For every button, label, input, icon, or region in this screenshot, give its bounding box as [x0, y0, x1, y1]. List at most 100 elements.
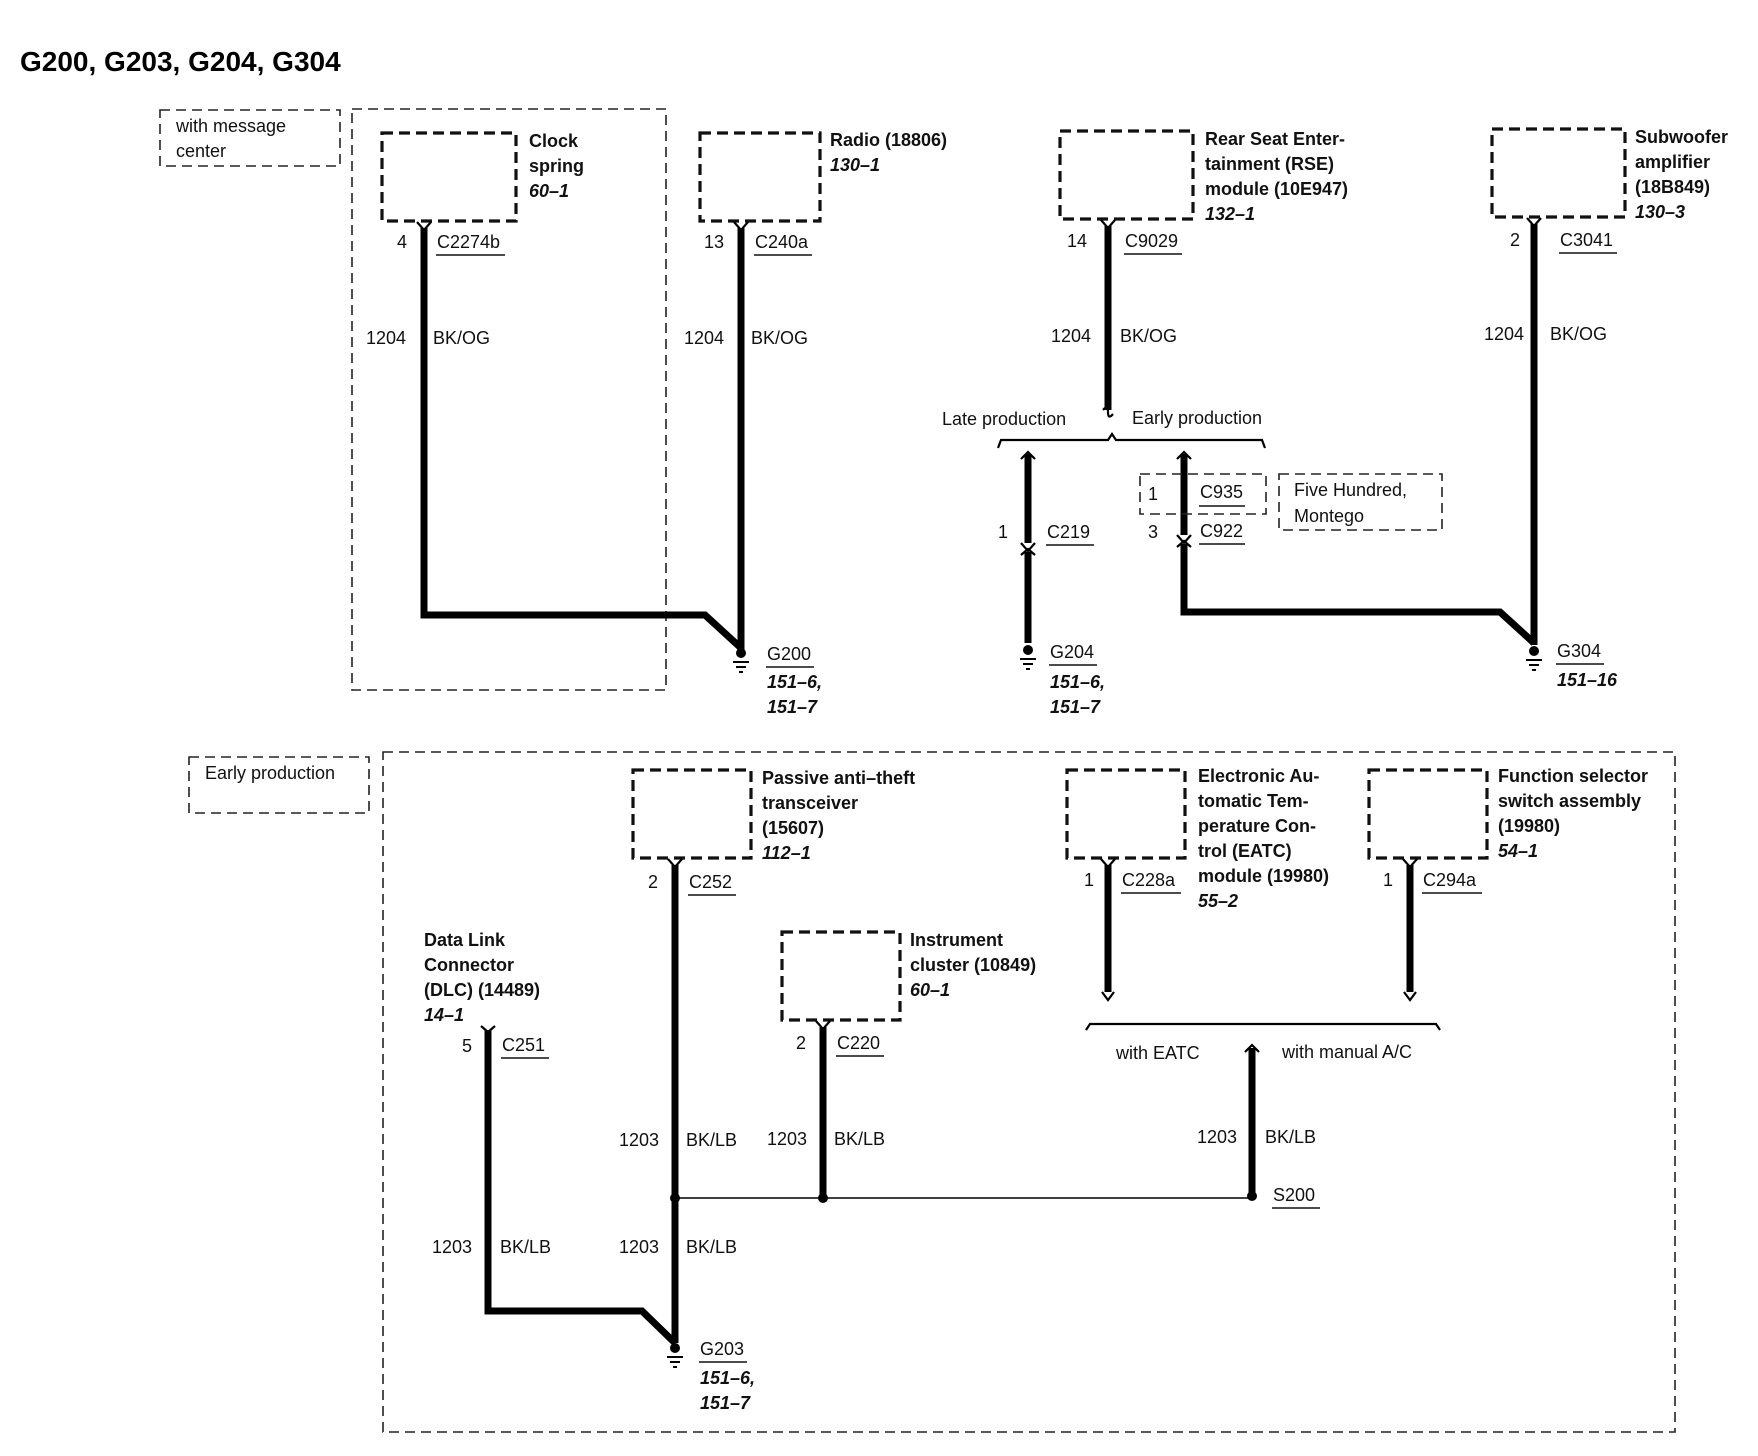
radio-name: Radio (18806) [830, 130, 947, 150]
connector-c3041: C3041 [1560, 230, 1613, 250]
rse-module-box [1058, 129, 1195, 221]
dlc-wire-color: BK/LB [500, 1237, 551, 1257]
connector-c9029: C9029 [1125, 231, 1178, 251]
subwoofer-name-1: Subwoofer [1635, 127, 1728, 147]
rse-pin: 14 [1067, 231, 1087, 251]
c922-pin: 3 [1148, 522, 1158, 542]
dlc-name-1: Data Link [424, 930, 506, 950]
bracket-production [996, 432, 1267, 449]
rse-name-1: Rear Seat Enter- [1205, 129, 1345, 149]
radio-box [698, 131, 822, 223]
note-with-eatc: with EATC [1115, 1043, 1200, 1063]
climate-circuit: 1203 [1197, 1127, 1237, 1147]
ground-symbol-g204 [1020, 645, 1036, 670]
eatc-name-2: tomatic Tem- [1198, 791, 1309, 811]
connector-c240a: C240a [755, 232, 809, 252]
ground-symbol-g203 [667, 1343, 683, 1368]
pats-lower-wire-color: BK/LB [686, 1237, 737, 1257]
connector-c251: C251 [502, 1035, 545, 1055]
subwoofer-pin: 2 [1510, 230, 1520, 250]
instrument-cluster-box [780, 930, 902, 1022]
note-box-message-center [159, 109, 341, 167]
instrument-cluster-name-2: cluster (10849) [910, 955, 1036, 975]
function-selector-branch-bottom [1403, 991, 1417, 1002]
splice-node-cluster [818, 1193, 828, 1203]
ground-g200-ref-2: 151–7 [767, 697, 818, 717]
connector-c935: C935 [1200, 482, 1243, 502]
diagram-title: G200, G203, G204, G304 [20, 46, 341, 77]
note-message-center-line2: center [176, 141, 226, 161]
climate-wire-color: BK/LB [1265, 1127, 1316, 1147]
pats-ref: 112–1 [762, 843, 811, 863]
rse-wire-color: BK/OG [1120, 326, 1177, 346]
dlc-ref: 14–1 [424, 1005, 464, 1025]
pats-circuit: 1203 [619, 1130, 659, 1150]
subwoofer-box [1490, 127, 1627, 219]
clock-spring-box [380, 131, 518, 223]
pats-name-3: (15607) [762, 818, 824, 838]
note-box-early-production [188, 756, 370, 814]
note-early-production: Early production [205, 763, 335, 783]
wire-1203-g203 [484, 865, 679, 1346]
subwoofer-circuit: 1204 [1484, 324, 1524, 344]
climate-join-symbol [1244, 1043, 1260, 1053]
splice-s200-label: S200 [1273, 1185, 1315, 1205]
pats-name-1: Passive anti–theft [762, 768, 915, 788]
ground-g204-ref-2: 151–7 [1050, 697, 1101, 717]
radio-ref: 130–1 [830, 155, 880, 175]
connector-c228a: C228a [1122, 870, 1176, 890]
c219-pin: 1 [998, 522, 1008, 542]
clock-spring-name-1: Clock [529, 131, 579, 151]
eatc-name-3: perature Con- [1198, 816, 1316, 836]
function-selector-ref: 54–1 [1498, 841, 1538, 861]
eatc-name-5: module (19980) [1198, 866, 1329, 886]
function-selector-pin: 1 [1383, 870, 1393, 890]
note-late-production: Late production [942, 409, 1066, 429]
c935-pin: 1 [1148, 484, 1158, 504]
note-message-center-line1: with message [175, 116, 286, 136]
ground-g204-ref-1: 151–6, [1050, 672, 1105, 692]
subwoofer-name-3: (18B849) [1635, 177, 1710, 197]
eatc-branch-bottom [1101, 991, 1115, 1002]
subwoofer-wire-color: BK/OG [1550, 324, 1607, 344]
note-with-manual-ac: with manual A/C [1281, 1042, 1412, 1062]
connector-c220: C220 [837, 1033, 880, 1053]
ground-g304-label: G304 [1557, 641, 1601, 661]
function-selector-box [1367, 768, 1489, 860]
function-selector-name-3: (19980) [1498, 816, 1560, 836]
zone-message-center [351, 108, 667, 691]
eatc-box [1065, 768, 1187, 860]
split-symbol-rse [1102, 406, 1114, 418]
rse-ref: 132–1 [1205, 204, 1255, 224]
instrument-cluster-ref: 60–1 [910, 980, 950, 1000]
eatc-name-1: Electronic Au- [1198, 766, 1319, 786]
rse-circuit: 1204 [1051, 326, 1091, 346]
c219-branch-top [1020, 450, 1036, 460]
ground-g200-ref-1: 151–6, [767, 672, 822, 692]
instrument-cluster-pin: 2 [796, 1033, 806, 1053]
ground-g203-label: G203 [700, 1339, 744, 1359]
instrument-cluster-wire-color: BK/LB [834, 1129, 885, 1149]
connector-c2274b: C2274b [437, 232, 500, 252]
ground-g200-label: G200 [767, 644, 811, 664]
rse-name-2: tainment (RSE) [1205, 154, 1334, 174]
pats-name-2: transceiver [762, 793, 858, 813]
clock-spring-ref: 60–1 [529, 181, 569, 201]
function-selector-name-1: Function selector [1498, 766, 1648, 786]
connector-c922: C922 [1200, 521, 1243, 541]
eatc-name-4: trol (EATC) [1198, 841, 1292, 861]
c935-branch-top [1176, 450, 1192, 460]
splice-node-s200 [1247, 1191, 1257, 1201]
note-five-hundred-line1: Five Hundred, [1294, 480, 1407, 500]
ground-symbol-g304 [1526, 646, 1542, 671]
instrument-cluster-circuit: 1203 [767, 1129, 807, 1149]
dlc-name-3: (DLC) (14489) [424, 980, 540, 1000]
clock-spring-pin: 4 [397, 232, 407, 252]
connector-c219: C219 [1047, 522, 1090, 542]
ground-symbol-g200 [733, 648, 749, 673]
connector-c294a: C294a [1423, 870, 1477, 890]
ground-g203-ref-2: 151–7 [700, 1393, 751, 1413]
radio-circuit: 1204 [684, 328, 724, 348]
connector-c935-box [1139, 473, 1267, 515]
